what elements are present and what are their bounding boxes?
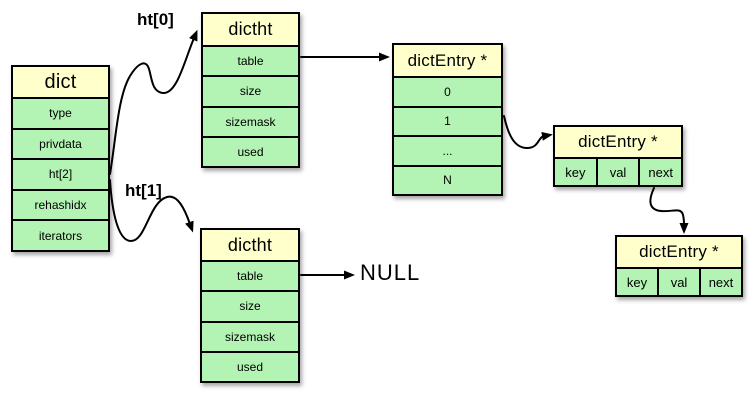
dictht-top-box: dictht table size sizemask used [201,12,300,168]
arrow-slot1-to-entry [503,115,553,150]
dictht-top-row-used: used [203,135,298,166]
dictentry-node-2-header: dictEntry * [617,237,741,267]
dictht-top-row-table: table [203,45,298,75]
dictentry-array-slot-0: 0 [394,76,501,106]
arrow-next-to-entry [649,187,689,234]
dictentry-array-slot-1: 1 [394,105,501,136]
dictentry-node-1-next: next [638,159,681,185]
dictentry-node-1-box: dictEntry * key val next [553,125,683,187]
dictentry-node-2-cells: key val next [617,267,741,295]
dictentry-node-1-key: key [565,164,586,180]
dictht-bottom-row-size: size [202,290,298,320]
dictht-bottom-row-used: used [202,350,298,381]
dictentry-node-2-key: key [626,274,648,290]
dictht-top-row-size: size [203,75,298,105]
dict-row-rehashidx: rehashidx [13,188,108,220]
dictentry-node-1-cells: key val next [555,157,681,185]
ht0-pointer-label: ht[0] [137,10,174,29]
dictentry-node-2-val: val [657,269,699,295]
ht1-pointer-label: ht[1] [125,181,162,200]
dictht-bottom-header: dictht [202,230,298,260]
dict-row-iterators: iterators [13,219,108,250]
dictht-bottom-row-table: table [202,260,298,290]
dictentry-node-1-val: val [595,159,639,185]
dictentry-array-slot-ellipsis: ... [394,135,501,165]
dictht-bottom-row-sizemask: sizemask [202,320,298,351]
dictentry-node-2-next: next [699,269,741,295]
dictentry-array-slot-n: N [394,164,501,195]
dictentry-array-header: dictEntry * [394,45,501,76]
dict-row-ht2: ht[2] [13,158,108,189]
null-value-label: NULL [360,260,421,285]
dict-row-privdata: privdata [13,127,108,159]
dictentry-array-box: dictEntry * 0 1 ... N [392,43,503,196]
dict-row-type: type [13,97,108,128]
arrow-ht0-curve [109,29,198,175]
dictentry-node-2-box: dictEntry * key val next [615,235,743,297]
dict-box-header: dict [13,67,108,97]
dictht-bottom-box: dictht table size sizemask used [200,228,300,383]
dictht-top-header: dictht [203,14,298,45]
dictentry-node-1-header: dictEntry * [555,127,681,157]
dict-box: dict type privdata ht[2] rehashidx itera… [11,65,110,252]
dictht-top-row-sizemask: sizemask [203,105,298,136]
